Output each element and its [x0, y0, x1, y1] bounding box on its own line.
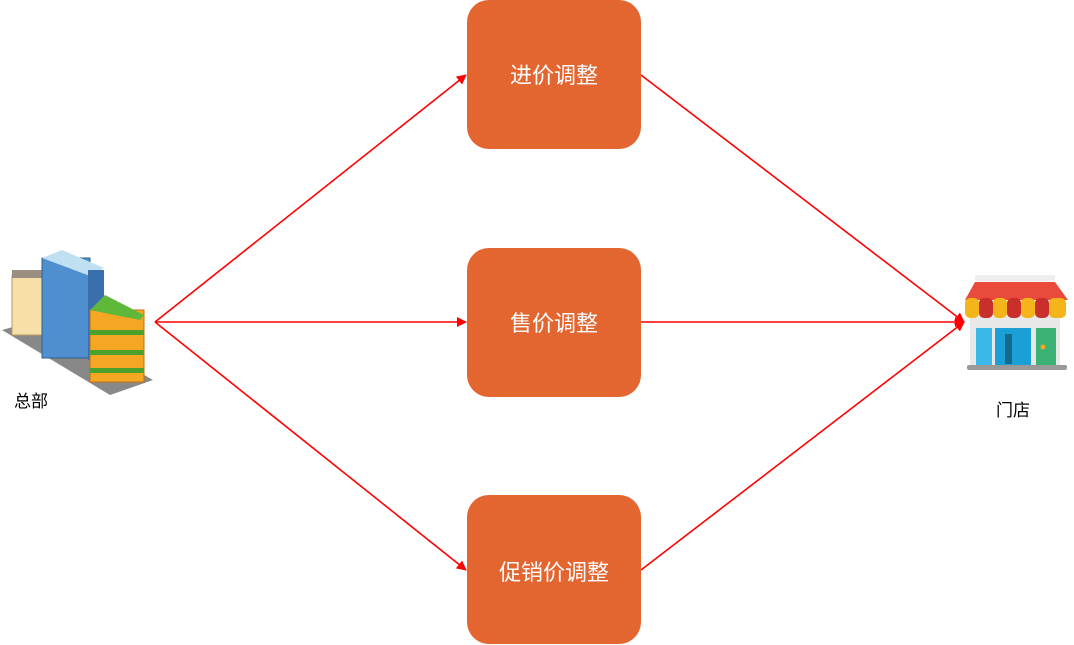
- arrow-hq-to-promo: [154, 321, 467, 571]
- box-purchase-price: 进价调整: [467, 0, 641, 149]
- office-buildings-icon: [2, 250, 153, 395]
- arrow-hq-to-purchase: [154, 74, 467, 323]
- arrows: [154, 74, 965, 571]
- headquarters-label: 总部: [14, 392, 48, 412]
- store-label: 门店: [996, 401, 1030, 421]
- storefront-icon: [965, 275, 1068, 370]
- box-sale-price: 售价调整: [467, 248, 641, 397]
- box-label: 促销价调整: [499, 561, 609, 586]
- box-label: 进价调整: [510, 64, 598, 89]
- arrow-promo-to-store: [640, 321, 965, 571]
- box-label: 售价调整: [510, 312, 598, 337]
- box-promo-price: 促销价调整: [467, 495, 641, 644]
- arrow-purchase-to-store: [640, 74, 965, 323]
